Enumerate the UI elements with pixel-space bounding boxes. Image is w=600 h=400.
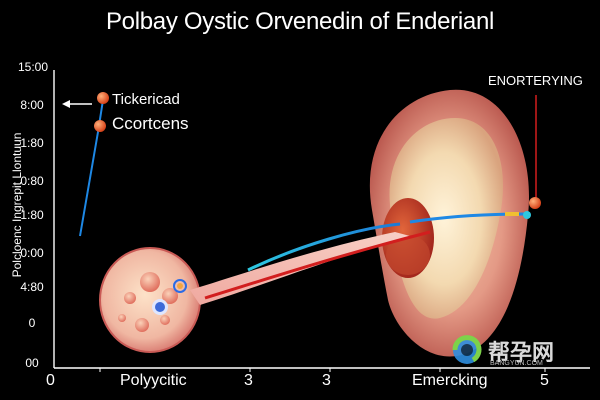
x-tick-label: 3 [322, 372, 331, 389]
annotation-dot [529, 197, 541, 209]
chart-title: Polbay Oystic Orvenedin of Enderianl [105, 8, 495, 35]
cyan-endpoint-dot [523, 211, 531, 219]
y-tick-label: 1:80 [20, 208, 44, 222]
y-tick-label: 0:00 [20, 246, 44, 260]
ovary-follicles [118, 272, 178, 332]
egg-marker-ring [173, 279, 187, 293]
x-tick-label: 0 [46, 372, 55, 389]
pointer-arrow-icon [62, 100, 92, 108]
tube-inner-red-line [204, 230, 431, 300]
y-tick-label: 15:00 [18, 60, 49, 74]
trend-line-blue [79, 99, 104, 237]
yellow-marker [505, 212, 519, 216]
watermark-logo-icon [452, 335, 482, 364]
legend-label-2: Ccortcens [112, 114, 189, 133]
watermark-text: 帮孕网 [488, 341, 555, 366]
legend-label-1: Tickericad [112, 91, 180, 108]
y-tick-label: 0 [28, 316, 36, 330]
x-tick-label: Emercking [412, 372, 488, 389]
watermark-subtext: BANGYUN.COM [490, 360, 543, 367]
x-tick-label: Polyycitic [120, 372, 187, 389]
legend-marker-2 [94, 120, 106, 132]
x-tick-label: 3 [244, 372, 253, 389]
y-tick-label: 00 [25, 356, 39, 370]
x-axis-ticks [99, 368, 546, 372]
y-tick-label: 1:80 [20, 136, 44, 150]
ovary [99, 247, 201, 353]
annotation-label: ENORTERYING [488, 73, 583, 88]
y-tick-label: 8:00 [20, 98, 44, 112]
legend-marker-1 [97, 92, 109, 104]
y-tick-label: 0:80 [20, 174, 44, 188]
y-tick-label: 4:80 [20, 280, 44, 294]
cyan-path-line [247, 222, 401, 272]
x-tick-label: 5 [540, 372, 549, 389]
